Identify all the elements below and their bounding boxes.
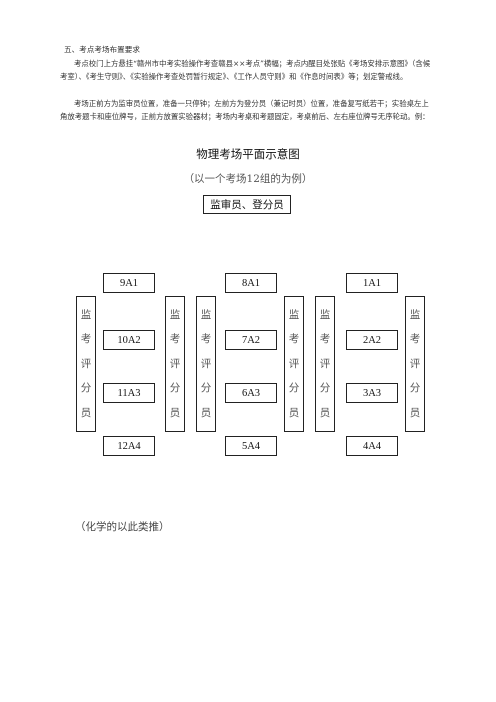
proctor-label-char: 员 [200, 406, 212, 419]
proctor-label-char: 员 [409, 406, 421, 419]
desk-left-4: 12A4 [103, 436, 155, 456]
desk-middle-1: 8A1 [225, 273, 277, 293]
proctor-label-char: 分 [288, 382, 300, 395]
proctor-label-char: 员 [169, 406, 181, 419]
examiner-recorder-box: 监审员、登分员 [203, 195, 291, 214]
proctor-label-char: 评 [80, 357, 92, 370]
paragraph-room-layout: 考场正前方为监审员位置，准备一只停钟；左前方为登分员（兼记时员）位置，准备复写纸… [60, 99, 430, 122]
diagram-subtitle: （以一个考场12组的为例） [183, 173, 313, 185]
proctor-label-char: 分 [200, 382, 212, 395]
proctor-box-1: 监 考 评 分 员 [76, 296, 96, 432]
proctor-label-char: 分 [319, 382, 331, 395]
proctor-label-char: 评 [288, 357, 300, 370]
proctor-label-char: 分 [169, 382, 181, 395]
diagram-title: 物理考场平面示意图 [196, 147, 300, 161]
proctor-label-char: 考 [409, 333, 421, 346]
proctor-label-char: 监 [319, 308, 331, 321]
proctor-label-char: 监 [169, 308, 181, 321]
proctor-box-2: 监 考 评 分 员 [165, 296, 185, 432]
desk-middle-3: 6A3 [225, 383, 277, 403]
proctor-label-char: 监 [288, 308, 300, 321]
paragraph-venue-requirements: 考点校门上方悬挂“赣州市中考实验操作考查赣县××考点”横幅；考点内醒目处张贴《考… [60, 59, 431, 82]
proctor-label-char: 考 [288, 333, 300, 346]
proctor-label-char: 分 [409, 382, 421, 395]
section-heading: 五、考点考场布置要求 [64, 45, 140, 54]
desk-right-1: 1A1 [346, 273, 398, 293]
footer-note: （化学的以此类推） [75, 521, 170, 533]
desk-right-2: 2A2 [346, 330, 398, 350]
proctor-label-char: 员 [288, 406, 300, 419]
proctor-label-char: 评 [319, 357, 331, 370]
proctor-box-3: 监 考 评 分 员 [196, 296, 216, 432]
proctor-box-5: 监 考 评 分 员 [315, 296, 335, 432]
proctor-label-char: 员 [80, 406, 92, 419]
desk-left-2: 10A2 [103, 330, 155, 350]
proctor-label-char: 监 [200, 308, 212, 321]
proctor-label-char: 考 [80, 333, 92, 346]
desk-right-4: 4A4 [346, 436, 398, 456]
proctor-box-4: 监 考 评 分 员 [284, 296, 304, 432]
proctor-label-char: 考 [169, 333, 181, 346]
proctor-label-char: 监 [80, 308, 92, 321]
proctor-label-char: 评 [409, 357, 421, 370]
desk-left-1: 9A1 [103, 273, 155, 293]
proctor-label-char: 考 [200, 333, 212, 346]
proctor-label-char: 考 [319, 333, 331, 346]
proctor-box-6: 监 考 评 分 员 [405, 296, 425, 432]
desk-middle-4: 5A4 [225, 436, 277, 456]
proctor-label-char: 分 [80, 382, 92, 395]
desk-right-3: 3A3 [346, 383, 398, 403]
desk-left-3: 11A3 [103, 383, 155, 403]
proctor-label-char: 评 [169, 357, 181, 370]
proctor-label-char: 监 [409, 308, 421, 321]
proctor-label-char: 评 [200, 357, 212, 370]
desk-middle-2: 7A2 [225, 330, 277, 350]
proctor-label-char: 员 [319, 406, 331, 419]
